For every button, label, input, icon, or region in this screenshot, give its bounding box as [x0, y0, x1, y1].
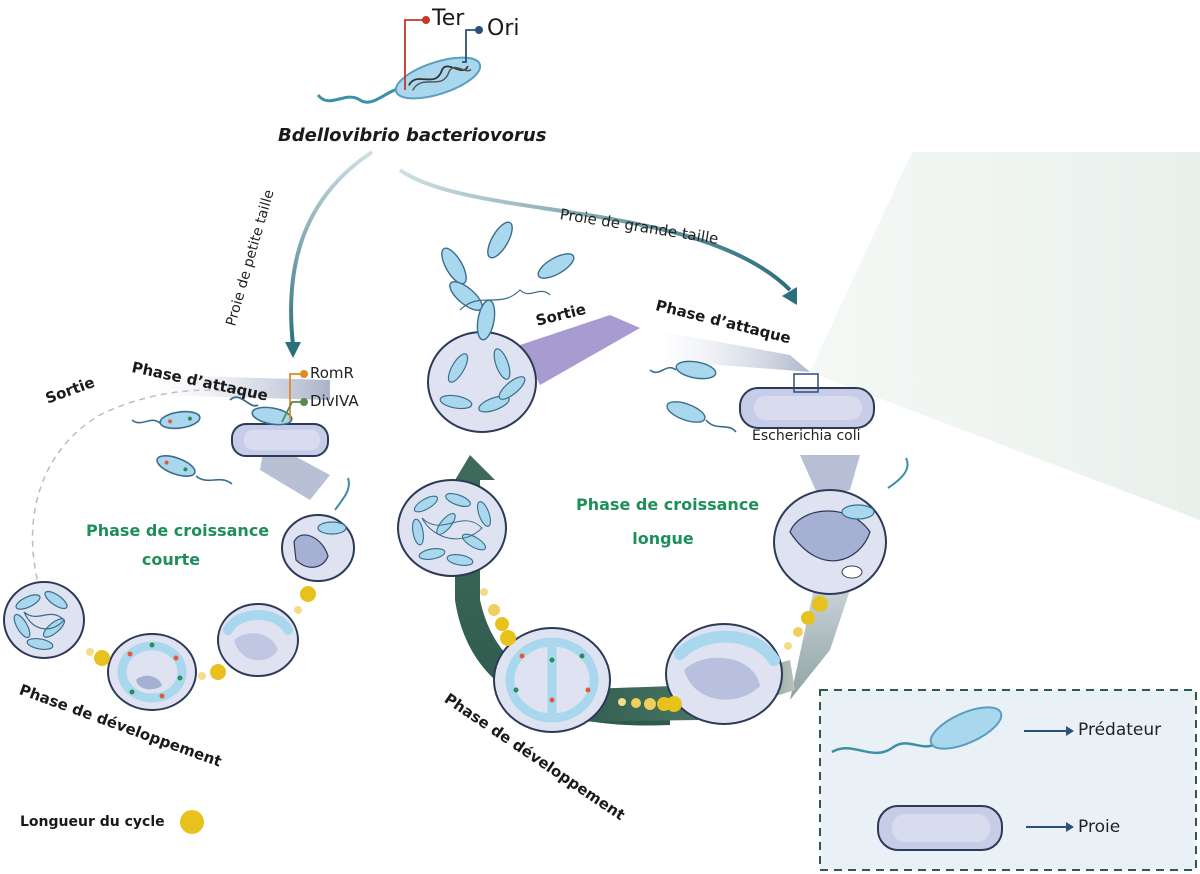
- arrow-small-prey-head: [285, 342, 301, 358]
- large-cycle-dots: [480, 588, 828, 712]
- small-growth-label: Phase de croissance courte: [86, 521, 270, 569]
- arrow-large-prey-head: [782, 287, 797, 305]
- ter-label: Ter: [432, 6, 465, 31]
- cycle-length-label: Longueur du cycle: [20, 814, 165, 830]
- arrow-large-prey: [398, 168, 792, 292]
- legend-prey-label: Proie: [1078, 817, 1121, 837]
- large-growth-label: Phase de croissance longue: [576, 495, 760, 548]
- species-name: Bdellovibrio bacteriovorus: [278, 125, 547, 146]
- romr-label: RomR: [310, 364, 354, 382]
- predator-top: [316, 16, 483, 104]
- legend-predator-label: Prédateur: [1078, 720, 1162, 740]
- large-cycle: [397, 152, 1200, 733]
- prey-name-label: Escherichia coli: [752, 428, 861, 444]
- small-cycle-dots: [86, 586, 316, 680]
- legend-box: [819, 689, 1197, 871]
- ori-label: Ori: [487, 16, 520, 41]
- arrow-small-prey: [289, 150, 374, 346]
- small-cycle: [3, 370, 355, 711]
- cycle-length-dot: [180, 810, 204, 834]
- divIVA-label: DivIVA: [310, 392, 359, 410]
